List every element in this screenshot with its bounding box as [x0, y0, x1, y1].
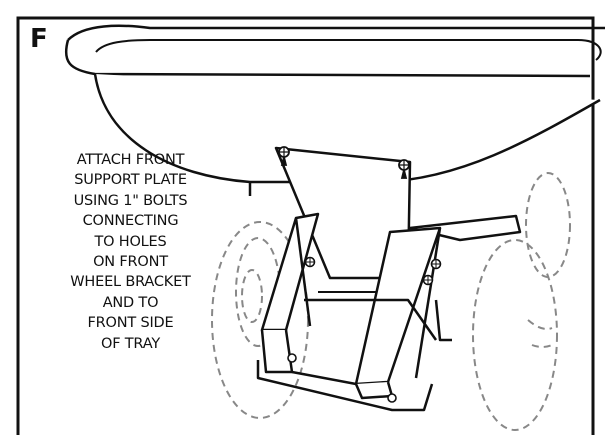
- instruction-line: OF TRAY: [101, 335, 160, 352]
- instruction-line: WHEEL BRACKET: [70, 274, 191, 291]
- bolt-icon: [398, 159, 410, 179]
- instruction-line: ON FRONT: [93, 254, 168, 271]
- instruction-line: TO HOLES: [94, 233, 167, 250]
- instruction-line: SUPPORT PLATE: [74, 172, 187, 189]
- hole-icon: [430, 258, 442, 270]
- frame-border: [16, 16, 595, 435]
- instruction-line: FRONT SIDE: [87, 315, 174, 332]
- instruction-line: USING 1" BOLTS: [73, 192, 188, 209]
- instruction-line: AND TO: [102, 294, 159, 311]
- hole-icon: [287, 353, 297, 363]
- hole-icon: [304, 256, 316, 268]
- instruction-line: CONNECTING: [82, 213, 179, 230]
- step-letter: F: [30, 24, 48, 54]
- right-wheel-dashed: [472, 172, 571, 431]
- hole-icon: [422, 274, 434, 286]
- hole-icon: [387, 393, 397, 403]
- wheel-bracket: [260, 212, 522, 400]
- wheelbarrow-tray: [64, 24, 605, 196]
- instruction-text: ATTACH FRONT SUPPORT PLATE USING 1" BOLT…: [28, 150, 233, 354]
- instruction-line: ATTACH FRONT: [76, 152, 185, 168]
- bolt-icon: [278, 146, 290, 166]
- tray-box: [256, 298, 452, 412]
